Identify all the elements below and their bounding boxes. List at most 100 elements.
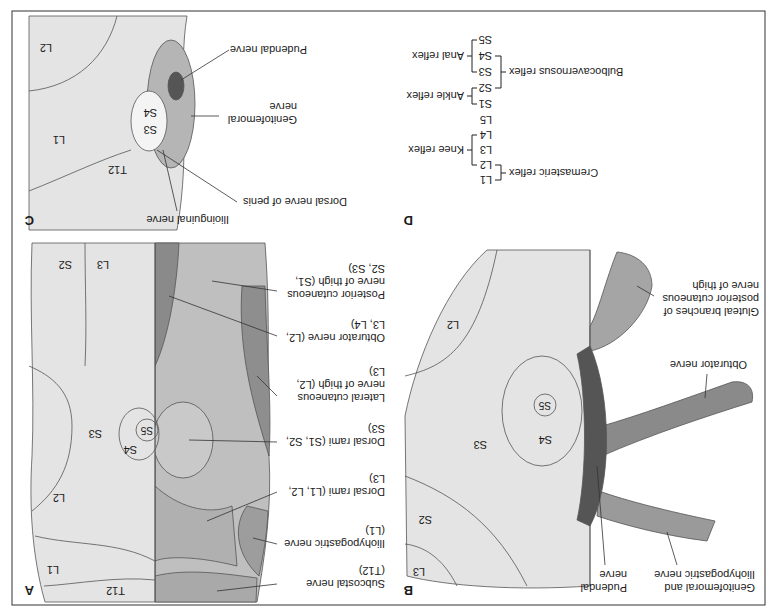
dermatome-label: T12 — [106, 584, 125, 597]
dermatome-border — [29, 150, 131, 191]
dermatome-label: S4 — [144, 106, 157, 119]
dermatome-field — [405, 250, 590, 588]
leader-line — [667, 532, 677, 565]
panel-letter: B — [404, 582, 413, 598]
leader-line — [253, 538, 277, 544]
leader-line — [191, 116, 219, 117]
dermatome-label: S3 — [144, 123, 157, 136]
dermatome-label: L3 — [413, 565, 425, 578]
midline — [590, 250, 591, 586]
leader-line — [163, 150, 177, 211]
segment-label: S4 — [479, 49, 492, 62]
nerve-label: Iliohypogastric nerve (L1) — [280, 524, 385, 550]
dermatome-label: L2 — [53, 491, 65, 504]
dermatome-label: S5 — [141, 424, 153, 436]
leader-line — [157, 150, 237, 202]
reflex-bracket — [467, 40, 477, 72]
dermatome-border — [405, 544, 457, 586]
reflex-label: Knee reflex — [408, 143, 464, 156]
nerve-label: Dorsal rami (S1, S2, S3) — [280, 422, 385, 448]
dermatome-label: T12 — [108, 163, 127, 176]
genital-outline — [131, 91, 167, 151]
dermatome-border — [534, 394, 556, 416]
nerve-label: Lateral cutaneous nerve of thigh (L2, L3… — [280, 364, 385, 404]
segment-label: L5 — [480, 113, 492, 126]
nerve-label: Dorsal rami (L1, L2, L3) — [280, 472, 385, 498]
panel-letter: D — [404, 212, 413, 228]
segment-label: L4 — [480, 128, 492, 141]
dermatome-label: S4 — [124, 443, 137, 456]
nerve-label: Pudendal nerve — [569, 568, 627, 594]
dermatome-label: L3 — [97, 258, 109, 271]
nerve-label: Subcostal nerve (T12) — [280, 564, 385, 590]
reflex-label: Cremasteric reflex — [509, 166, 598, 179]
dermatome-border — [44, 579, 155, 586]
leader-line — [169, 296, 277, 336]
leader-line — [189, 440, 277, 442]
dermatome-border — [29, 16, 117, 91]
segment-label: L2 — [480, 158, 492, 171]
nerve-label: Ilioinguinal nerve — [146, 213, 229, 226]
nerve-label: Genitofemoral nerve — [222, 100, 297, 126]
leader-line — [637, 286, 654, 296]
reflex-label: Bulbocavernosus reflex — [509, 65, 623, 78]
gluteal-field — [590, 252, 652, 351]
lateral-cutaneous-field — [241, 286, 270, 456]
leader-line — [217, 584, 277, 591]
reflex-bracket — [467, 88, 477, 104]
dermatome-label: L2 — [40, 41, 52, 54]
figure-frame — [12, 11, 765, 605]
segment-label: S3 — [479, 65, 492, 78]
dermatome-border — [29, 366, 72, 511]
obturator-field — [155, 243, 179, 366]
dermatome-label: S2 — [419, 513, 432, 526]
nerve-label: Posterior cutaneous nerve of thigh (S1, … — [280, 261, 385, 301]
segment-label: S1 — [479, 97, 492, 110]
dermatome-label: S3 — [474, 438, 487, 451]
dermatome-field — [31, 243, 155, 602]
reflex-label: Anal reflex — [412, 49, 464, 62]
midline — [155, 243, 156, 602]
dermatome-border — [85, 243, 87, 366]
pudendal-field — [168, 72, 184, 100]
dermatome-border — [35, 536, 155, 561]
dermatome-border — [119, 408, 159, 460]
nerve-label: Genitofemoral and Iliohypogastric nerve — [637, 568, 755, 594]
dermatome-label: S2 — [59, 258, 72, 271]
nerve-label: Obturator nerve (L2, L3, L4) — [280, 318, 385, 344]
nerve-label: Dorsal nerve of penis — [243, 195, 347, 208]
dermatome-label: S4 — [539, 433, 552, 446]
dermatome-label: L1 — [53, 133, 65, 146]
dermatome-label: S3 — [89, 427, 102, 440]
reflex-bracket — [495, 56, 506, 88]
leader-line — [597, 466, 605, 565]
obturator-field — [602, 382, 753, 456]
segment-label: S5 — [479, 33, 492, 46]
genitofemoral-field — [597, 491, 715, 541]
dermatome-label: S5 — [539, 399, 551, 411]
segment-label: L1 — [480, 173, 492, 186]
dermatome-label: L2 — [447, 318, 459, 331]
subcostal-field — [155, 572, 257, 602]
reflex-bracket — [495, 165, 506, 180]
panel-letter: A — [25, 582, 34, 598]
dermatome-border — [502, 356, 582, 466]
pudendal-field — [577, 346, 607, 526]
leader-line — [705, 374, 707, 398]
leader-line — [181, 50, 229, 80]
leader-line — [257, 376, 277, 396]
dermatome-border — [405, 250, 497, 376]
dermatome-border — [405, 476, 527, 586]
dorsal-rami-field — [155, 486, 237, 566]
leader-line — [207, 492, 277, 521]
nerve-label: Pudendal nerve — [230, 43, 307, 56]
reflex-bracket — [467, 135, 477, 165]
segment-label: L3 — [480, 143, 492, 156]
nerve-label: Obturator nerve — [670, 358, 747, 371]
reflex-label: Ankle reflex — [407, 89, 464, 102]
nerve-label: Gluteal branches of posterior cutaneous … — [657, 278, 759, 318]
dermatome-label: L1 — [47, 563, 59, 576]
panel-letter: C — [25, 212, 34, 228]
